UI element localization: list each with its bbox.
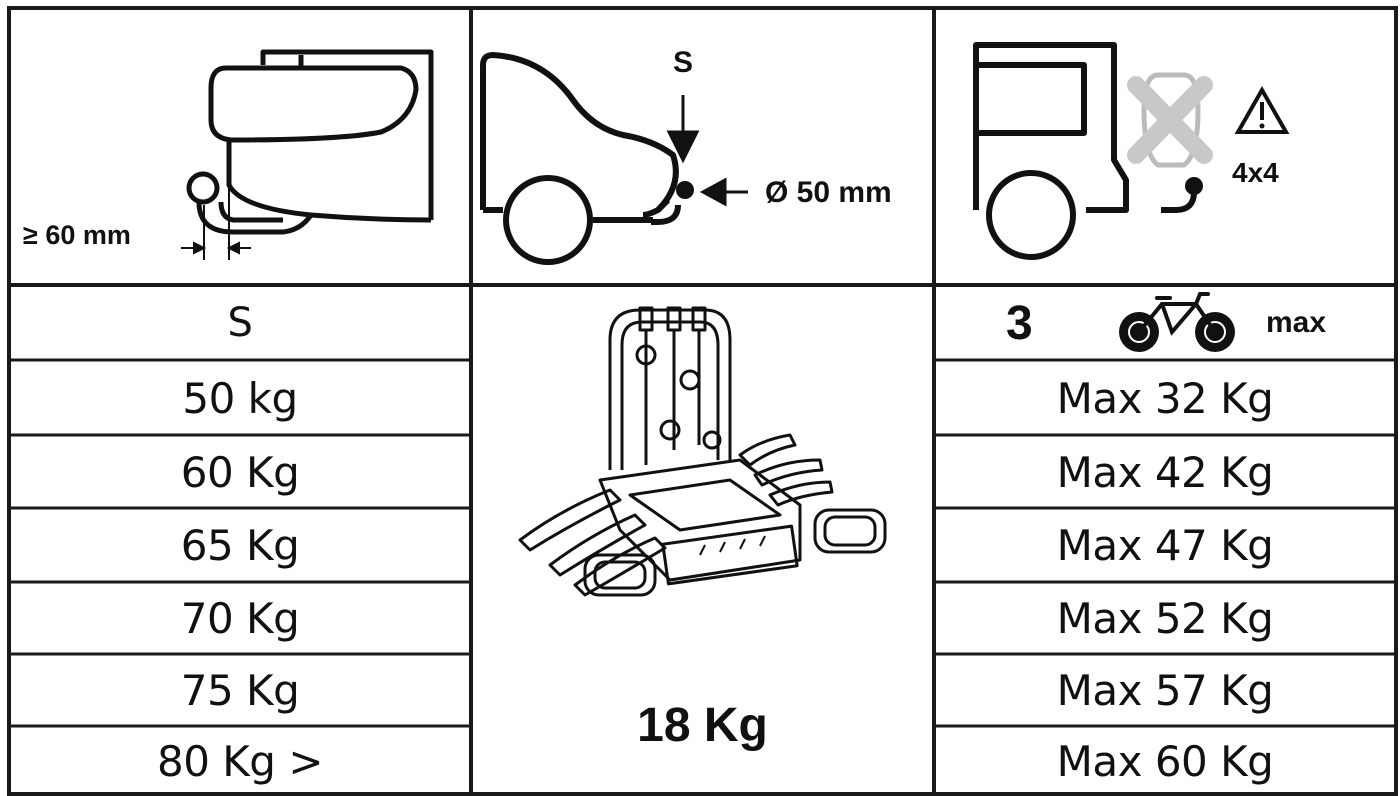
ball-diameter-label: Ø 50 mm <box>765 176 892 209</box>
load-row-6: 80 Kg > <box>156 736 324 786</box>
carrier-weight: 18 Kg <box>637 698 768 752</box>
load-row-2: 60 Kg <box>180 447 300 497</box>
bike-count: 3 <box>1006 296 1033 350</box>
tow-hitch-icon: ≥ 60 mm <box>23 49 434 260</box>
hitch-clearance-label: ≥ 60 mm <box>23 220 131 250</box>
left-header: S <box>227 300 253 346</box>
bicycle-icon <box>1119 292 1235 352</box>
car-rear-hitch-icon: S Ø 50 mm <box>480 46 892 265</box>
max-load-row-2: Max 42 Kg <box>1056 447 1274 497</box>
ball-hitch-icon <box>676 181 694 199</box>
vehicle-type-label: 4x4 <box>1232 157 1279 188</box>
max-load-row-4: Max 52 Kg <box>1056 594 1274 643</box>
load-row-4: 70 Kg <box>180 594 300 643</box>
vertical-load-label: S <box>673 46 693 79</box>
max-load-row-1: Max 32 Kg <box>1056 373 1274 423</box>
max-load-row-6: Max 60 Kg <box>1056 736 1274 786</box>
warning-icon <box>1234 85 1290 134</box>
load-row-5: 75 Kg <box>180 666 300 715</box>
offroad-vehicle-icon: 4x4 <box>973 42 1290 260</box>
max-load-row-3: Max 47 Kg <box>1056 521 1274 570</box>
load-row-1: 50 kg <box>182 373 298 423</box>
load-row-3: 65 Kg <box>180 521 300 570</box>
bike-max-label: max <box>1266 306 1327 339</box>
bike-capacity-header: 3 max <box>936 287 1394 359</box>
max-load-row-5: Max 57 Kg <box>1056 666 1274 715</box>
bike-carrier-icon <box>518 306 887 597</box>
